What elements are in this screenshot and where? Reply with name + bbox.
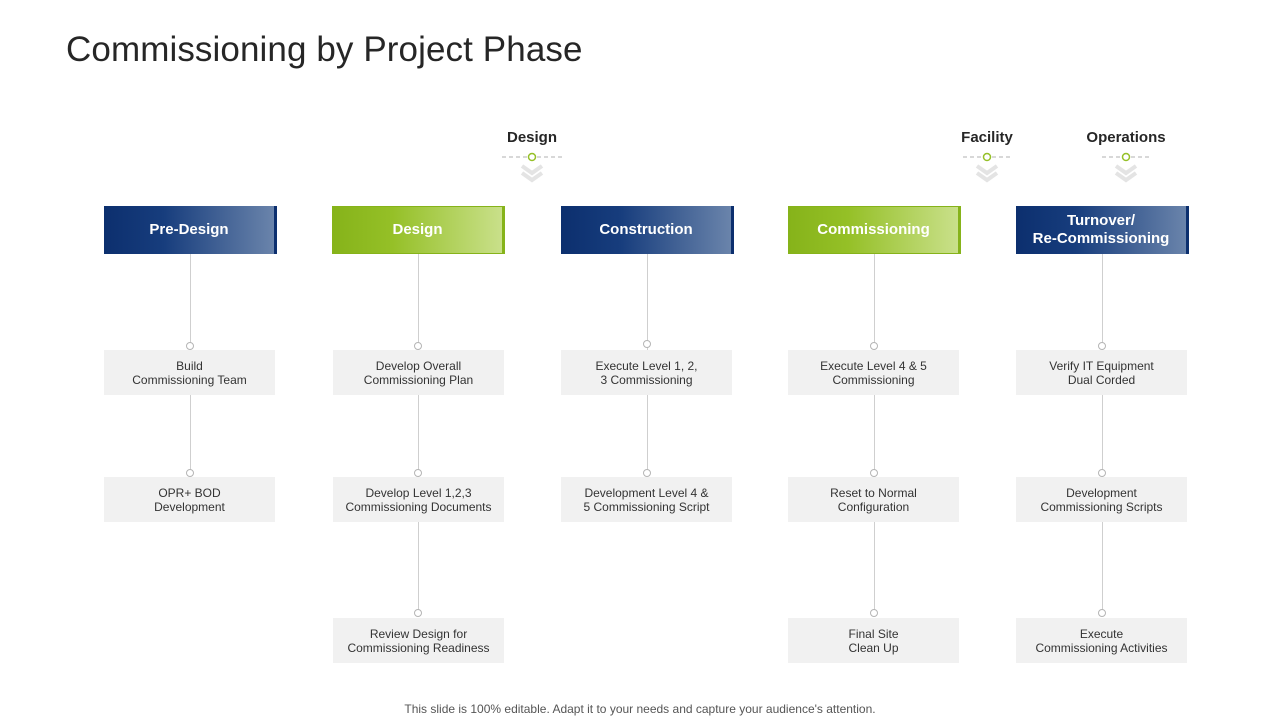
milestone-label: Design — [506, 129, 557, 146]
milestone-chevron-icon — [1102, 152, 1150, 183]
connector-dot — [870, 469, 878, 477]
task-box: Review Design for Commissioning Readines… — [333, 618, 504, 663]
task-label: Develop Level 1,2,3 Commissioning Docume… — [345, 485, 492, 514]
task-box: Reset to Normal Configuration — [788, 477, 959, 522]
task-box: Develop Overall Commissioning Plan — [333, 350, 504, 395]
phase-label: Commissioning — [817, 221, 930, 238]
connector-dot — [1098, 342, 1106, 350]
task-label: Development Commissioning Scripts — [1040, 485, 1163, 514]
connector-line — [874, 252, 875, 613]
phase-design: Design — [332, 206, 505, 254]
connector-dot — [186, 342, 194, 350]
connector-line — [1102, 254, 1103, 613]
task-box: Development Commissioning Scripts — [1016, 477, 1187, 522]
footer-note: This slide is 100% editable. Adapt it to… — [404, 702, 876, 716]
task-box: Final Site Clean Up — [788, 618, 959, 663]
task-label: Reset to Normal Configuration — [830, 485, 917, 514]
task-label: Execute Level 1, 2, 3 Commissioning — [595, 358, 698, 387]
connector-dot — [414, 609, 422, 617]
milestone-label: Facility — [961, 129, 1013, 146]
task-box: Execute Level 4 & 5 Commissioning — [788, 350, 959, 395]
task-label: Execute Level 4 & 5 Commissioning — [820, 358, 927, 387]
task-box: Verify IT Equipment Dual Corded — [1016, 350, 1187, 395]
task-box: Execute Level 1, 2, 3 Commissioning — [561, 350, 732, 395]
connector-line — [418, 252, 419, 613]
connector-dot — [414, 469, 422, 477]
connector-dot — [643, 340, 651, 348]
task-label: Develop Overall Commissioning Plan — [363, 358, 474, 387]
connector-dot — [643, 469, 651, 477]
task-label: Verify IT Equipment Dual Corded — [1049, 358, 1154, 387]
phase-pre-design: Pre-Design — [104, 206, 277, 254]
task-label: Execute Commissioning Activities — [1035, 626, 1168, 655]
task-label: Final Site Clean Up — [848, 626, 899, 655]
task-box: OPR+ BOD Development — [104, 477, 275, 522]
connector-dot — [1098, 469, 1106, 477]
phase-turnover-recommissioning: Turnover/ Re-Commissioning — [1016, 206, 1189, 254]
task-label: OPR+ BOD Development — [154, 485, 225, 514]
task-box: Build Commissioning Team — [104, 350, 275, 395]
connector-dot — [414, 342, 422, 350]
phase-label: Design — [392, 221, 443, 238]
phase-label: Pre-Design — [149, 221, 229, 238]
task-box: Develop Level 1,2,3 Commissioning Docume… — [333, 477, 504, 522]
milestone-chevron-icon — [963, 152, 1011, 183]
task-box: Execute Commissioning Activities — [1016, 618, 1187, 663]
page-title: Commissioning by Project Phase — [66, 30, 583, 69]
milestone-label: Operations — [1086, 129, 1166, 146]
milestone-operations: Operations — [1066, 129, 1186, 183]
phase-construction: Construction — [561, 206, 734, 254]
milestone-facility: Facility — [927, 129, 1047, 183]
phase-label: Turnover/ Re-Commissioning — [1032, 212, 1170, 247]
milestone-design: Design — [472, 129, 592, 183]
connector-dot — [870, 609, 878, 617]
phase-label: Construction — [599, 221, 693, 238]
task-label: Review Design for Commissioning Readines… — [347, 626, 490, 655]
connector-dot — [186, 469, 194, 477]
milestone-chevron-icon — [502, 152, 562, 183]
connector-dot — [870, 342, 878, 350]
phase-commissioning: Commissioning — [788, 206, 961, 254]
task-label: Build Commissioning Team — [132, 358, 247, 387]
task-box: Development Level 4 & 5 Commissioning Sc… — [561, 477, 732, 522]
connector-dot — [1098, 609, 1106, 617]
task-label: Development Level 4 & 5 Commissioning Sc… — [583, 485, 710, 514]
